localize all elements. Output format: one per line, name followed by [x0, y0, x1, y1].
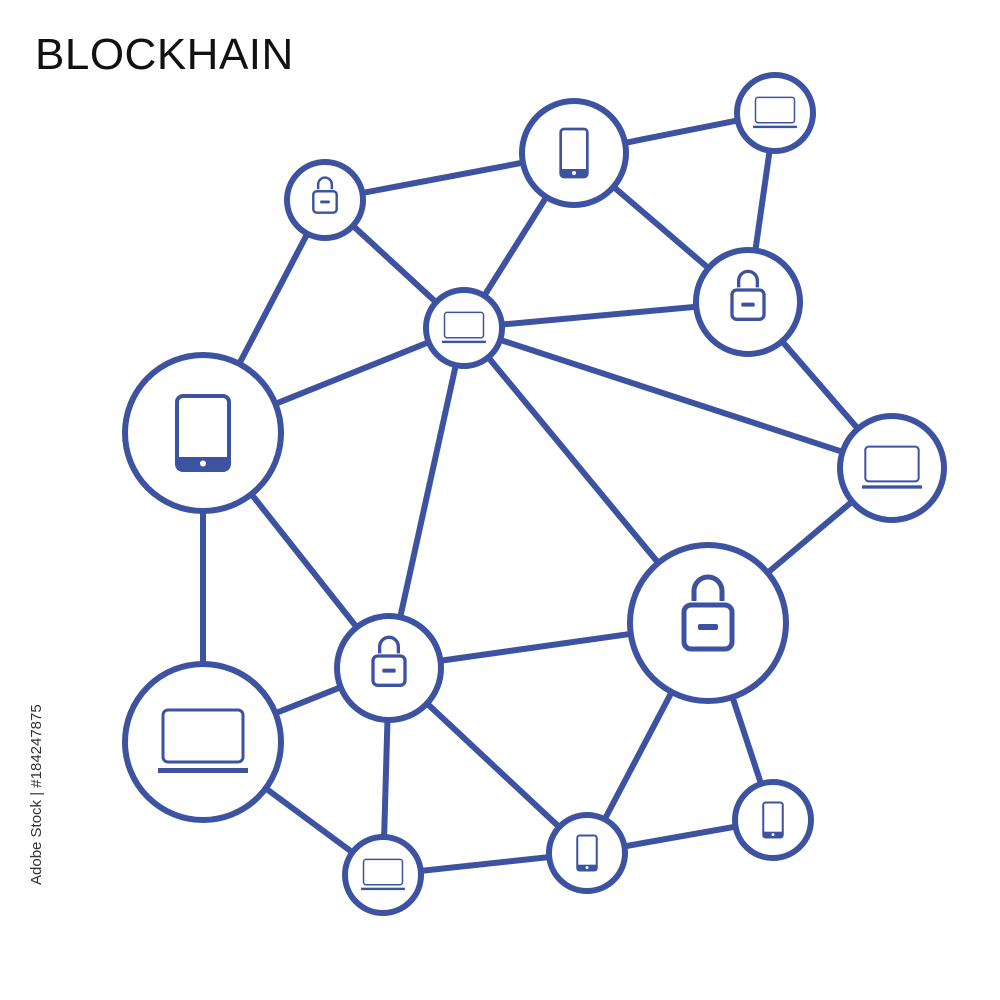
phone-icon: [559, 127, 589, 179]
node-circle: [693, 247, 803, 357]
phone-icon: [576, 834, 598, 872]
nodes: [122, 72, 947, 916]
node-circle: [627, 542, 789, 704]
node-circle: [122, 352, 284, 514]
network-node: [732, 779, 814, 861]
network-node: [837, 413, 947, 523]
network-node: [693, 247, 803, 357]
lock-icon: [371, 635, 407, 687]
tablet-icon: [175, 394, 231, 472]
lock-icon: [312, 176, 338, 214]
node-circle: [519, 98, 629, 208]
network-node: [546, 812, 628, 894]
network-node: [334, 613, 444, 723]
phone-icon: [762, 801, 784, 839]
node-circle: [734, 72, 816, 154]
network-node: [519, 98, 629, 208]
network-node: [342, 834, 424, 916]
node-circle: [342, 834, 424, 916]
lock-icon: [730, 269, 766, 321]
node-circle: [122, 661, 284, 823]
network-node: [423, 287, 505, 369]
laptop-icon: [442, 311, 486, 344]
node-circle: [732, 779, 814, 861]
network-node: [284, 159, 366, 241]
network-node: [122, 352, 284, 514]
diagram-title: BLOCKHAIN: [35, 30, 294, 79]
laptop-icon: [158, 708, 248, 773]
node-circle: [837, 413, 947, 523]
lock-icon: [681, 574, 735, 652]
network-node: [122, 661, 284, 823]
edge: [386, 327, 467, 669]
node-circle: [334, 613, 444, 723]
edge: [463, 325, 893, 471]
network-node: [627, 542, 789, 704]
laptop-icon: [361, 858, 405, 891]
node-circle: [284, 159, 366, 241]
network-node: [734, 72, 816, 154]
node-circle: [423, 287, 505, 369]
laptop-icon: [753, 96, 797, 129]
node-circle: [546, 812, 628, 894]
laptop-icon: [862, 445, 922, 489]
